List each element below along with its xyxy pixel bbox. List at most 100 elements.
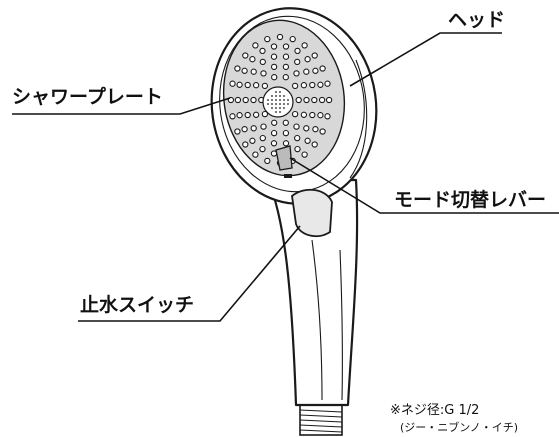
nozzle-hole	[301, 151, 308, 158]
nozzle-hole	[294, 58, 301, 66]
nozzle-hole	[270, 129, 278, 137]
center-nozzle	[275, 107, 277, 109]
nozzle-hole	[244, 111, 251, 119]
center-nozzle	[279, 99, 281, 101]
nozzle-hole	[293, 123, 300, 130]
nozzle-hole	[294, 145, 301, 153]
nozzle-hole	[319, 65, 326, 72]
nozzle-hole	[282, 119, 289, 126]
label-head: ヘッド	[448, 9, 505, 31]
nozzle-hole	[252, 42, 259, 49]
nozzle-hole	[276, 33, 284, 41]
center-nozzle	[279, 111, 281, 113]
nozzle-hole	[270, 140, 278, 147]
center-nozzle	[275, 103, 277, 105]
nozzle-hole	[319, 128, 326, 135]
nozzle-hole	[259, 145, 266, 153]
nozzle-hole	[295, 96, 302, 104]
center-nozzle	[279, 103, 281, 105]
nozzle-hole	[250, 68, 257, 75]
nozzle-hole	[317, 81, 324, 88]
nozzle-hole	[309, 111, 316, 119]
nozzle-hole	[271, 74, 278, 81]
nozzle-hole	[324, 80, 331, 87]
leader-shower-plate	[12, 97, 231, 115]
label-stop-switch: 止水スイッチ	[80, 294, 194, 316]
nozzle-hole	[234, 128, 241, 135]
nozzle-hole	[318, 96, 326, 104]
nozzle-hole	[282, 74, 289, 81]
nozzle-hole	[293, 70, 300, 77]
nozzle-hole	[311, 52, 318, 59]
stop-switch	[291, 188, 333, 238]
nozzle-hole	[234, 96, 242, 104]
nozzle-hole	[282, 63, 290, 71]
nozzle-hole	[294, 47, 301, 55]
nozzle-hole	[289, 35, 296, 43]
nozzle-hole	[261, 82, 269, 90]
nozzle-hole	[300, 111, 308, 118]
nozzle-hole	[282, 140, 290, 147]
center-nozzle	[283, 99, 285, 101]
nozzle-hole	[300, 82, 308, 89]
nozzle-hole	[301, 42, 308, 49]
nozzle-hole	[325, 96, 333, 104]
center-nozzle	[279, 107, 281, 109]
nozzle-hole	[324, 113, 331, 120]
center-nozzle	[267, 103, 269, 105]
center-nozzle	[287, 99, 289, 101]
nozzle-hole	[270, 63, 278, 71]
center-nozzle	[271, 107, 273, 109]
nozzle-hole	[252, 151, 259, 158]
handle-highlight	[311, 239, 323, 401]
nozzle-hole	[309, 81, 316, 89]
nozzle-hole	[261, 110, 269, 118]
leader-mode-lever	[289, 157, 559, 214]
nozzle-hole	[282, 43, 290, 50]
nozzle-hole	[244, 81, 251, 89]
nozzle-hole	[317, 112, 324, 119]
center-nozzle	[275, 99, 277, 101]
center-nozzle	[279, 95, 281, 97]
nozzle-hole	[311, 141, 318, 148]
nozzle-hole	[282, 53, 290, 60]
nozzle-hole	[264, 35, 271, 43]
center-nozzle	[271, 95, 273, 97]
nozzle-hole	[259, 134, 266, 142]
center-nozzle	[279, 91, 281, 93]
nozzle-hole	[236, 81, 243, 88]
center-nozzle	[283, 103, 285, 105]
shower-plate	[222, 19, 346, 177]
nozzle-hole	[259, 47, 266, 55]
nozzle-hole	[250, 96, 257, 104]
nozzle-hole	[229, 80, 236, 87]
label-mode-lever: モード切替レバー	[394, 188, 546, 211]
nozzle-hole	[264, 157, 271, 165]
center-nozzle	[271, 103, 273, 105]
nozzle-hole	[250, 125, 257, 132]
hose-thread	[299, 404, 343, 436]
nozzle-hole	[260, 123, 267, 130]
nozzle-hole	[249, 137, 256, 144]
center-nozzle-area	[262, 86, 294, 118]
center-nozzle	[271, 99, 273, 101]
indicator-mark	[284, 174, 292, 178]
center-nozzle	[283, 95, 285, 97]
nozzle-hole	[260, 70, 267, 77]
nozzle-hole	[304, 56, 311, 63]
nozzle-hole	[294, 134, 301, 142]
label-shower-plate: シャワープレート	[12, 85, 163, 108]
center-nozzle	[287, 103, 289, 105]
center-nozzle	[275, 111, 277, 113]
nozzle-hole	[242, 141, 249, 148]
thread-note-line2: (ジー・ニブンノ・イチ)	[400, 420, 518, 434]
nozzle-hole	[242, 52, 249, 59]
thread-note-line1: ※ネジ径:G 1/2	[390, 403, 479, 418]
nozzle-hole	[303, 68, 310, 75]
leader-stop-switch	[78, 225, 301, 322]
nozzle-hole	[234, 65, 241, 72]
leader-head	[349, 32, 502, 87]
nozzle-hole	[270, 43, 278, 50]
nozzle-hole	[252, 111, 260, 118]
